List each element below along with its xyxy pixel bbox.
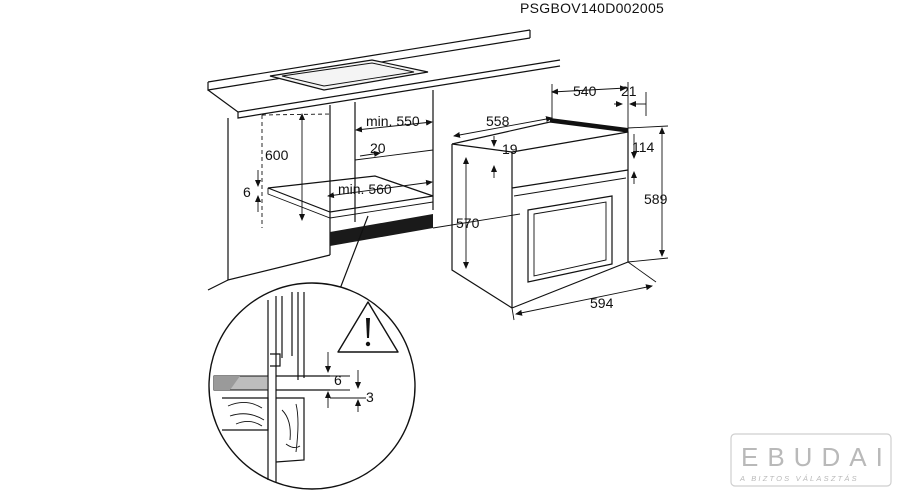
dim-top-panel: 114	[632, 139, 655, 155]
cabinet-drawing: 600 6 min. 550 20 min. 560	[207, 29, 561, 291]
dim-min-depth: min. 550	[366, 113, 420, 129]
dim-cabinet-height: 600	[265, 147, 289, 163]
dim-oven-body-height: 570	[456, 215, 480, 231]
dim-oven-body-depth: 540	[573, 83, 597, 99]
document-code: PSGBOV140D002005	[520, 0, 664, 16]
detail-leader	[337, 215, 369, 295]
dim-oven-depth-total: 558	[486, 113, 510, 129]
dim-detail-edge: 3	[366, 389, 374, 405]
dim-rear-gap: 20	[370, 140, 386, 156]
dim-front-width: 594	[590, 295, 614, 311]
watermark-brand: EBUDAI	[741, 442, 892, 472]
dim-door-depth: 21	[621, 83, 637, 99]
ebudai-watermark: EBUDAI A BIZTOS VÁLASZTÁS	[730, 433, 892, 487]
dim-panel-offset: 19	[502, 141, 518, 157]
dim-min-width: min. 560	[338, 181, 392, 197]
dim-front-height: 589	[644, 191, 668, 207]
watermark-tagline: A BIZTOS VÁLASZTÁS	[739, 474, 859, 483]
warning-triangle-icon	[337, 301, 399, 353]
dim-detail-gap: 6	[334, 372, 342, 388]
dim-plinth-gap: 6	[243, 184, 251, 200]
oven-drawing: 558 540 21 19 570 114 589 594	[451, 82, 669, 321]
detail-view: 6 3	[208, 282, 416, 490]
